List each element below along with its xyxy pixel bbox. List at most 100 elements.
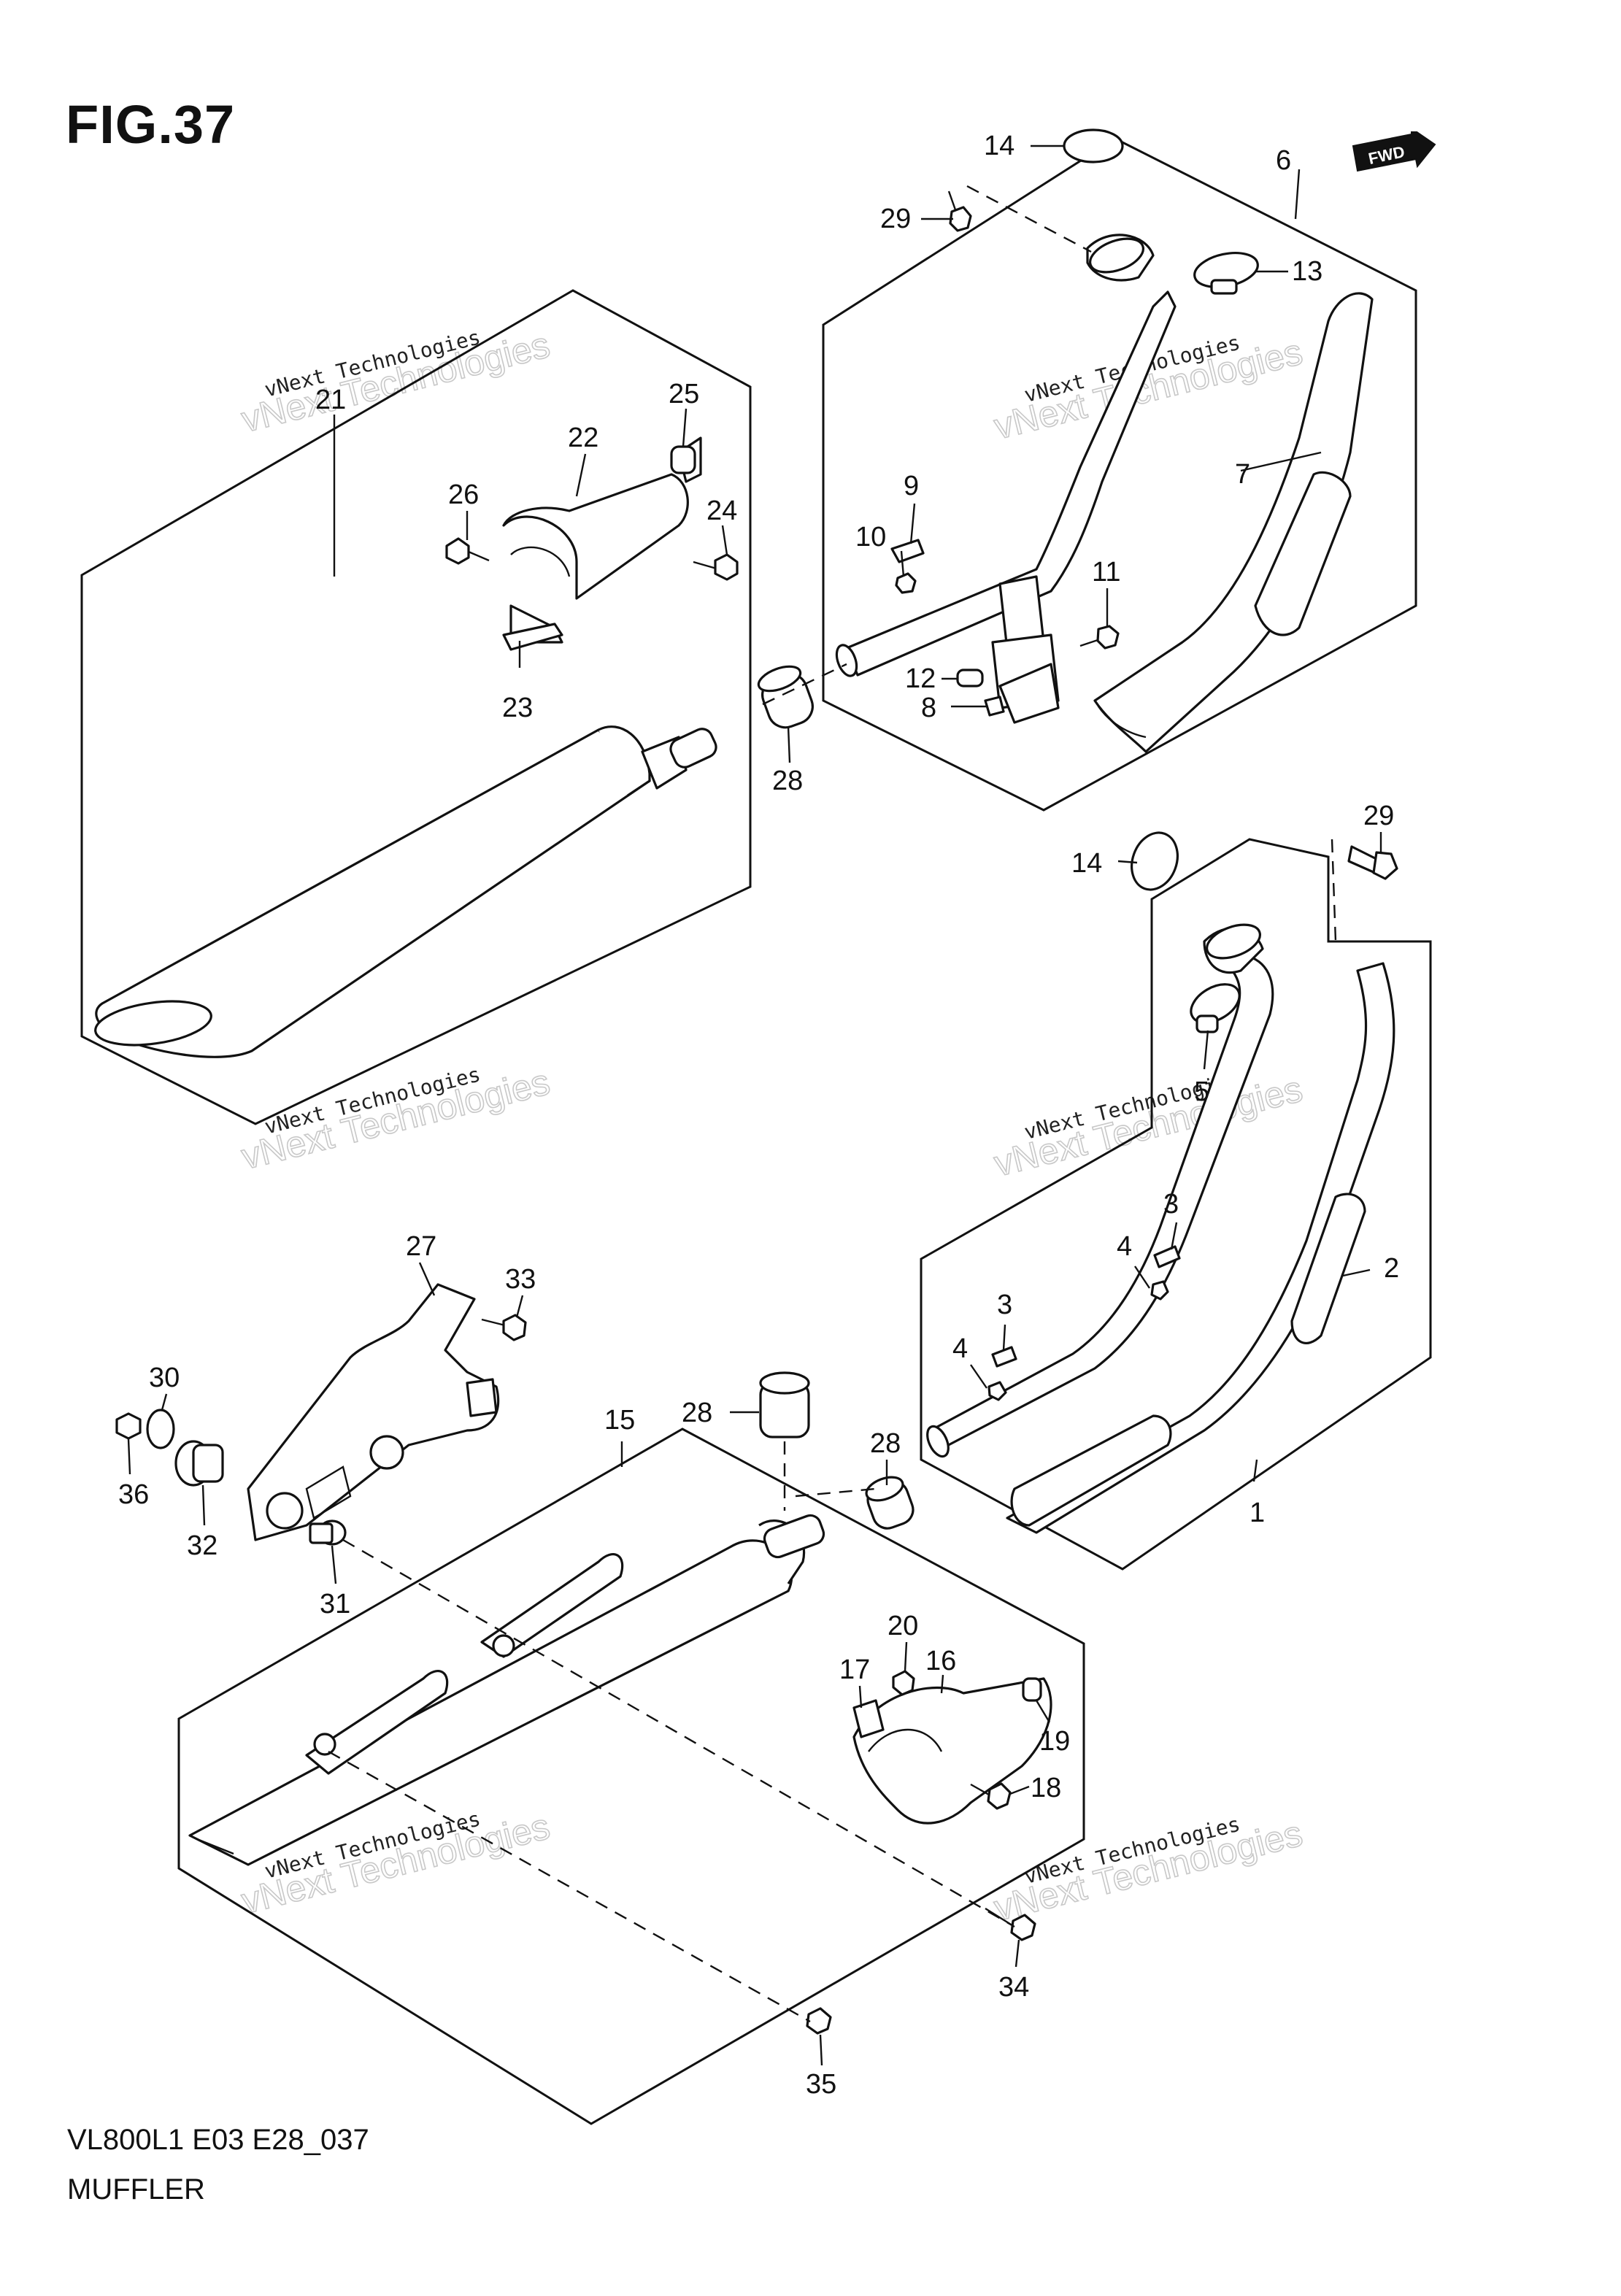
callout-13: 13 <box>1292 256 1322 287</box>
callout-23: 23 <box>502 693 533 723</box>
watermark-mid-right: vNext Technologies vNext Technologies <box>990 1068 1307 1185</box>
bracket-23 <box>502 623 563 651</box>
callout-9: 9 <box>904 471 919 501</box>
collar-31 <box>309 1519 347 1546</box>
rear-heat-shield-7 <box>1093 292 1374 753</box>
callout-8: 8 <box>921 693 936 723</box>
callout-14-upper: 14 <box>984 131 1014 161</box>
bolt-29-lower <box>1347 845 1398 880</box>
part-group-name: MUFFLER <box>67 2173 205 2206</box>
bolt-10 <box>895 572 917 594</box>
bolt-20 <box>892 1670 915 1696</box>
gasket-28-middle <box>759 1371 810 1438</box>
front-exhaust-pipe-1 <box>926 923 1395 1534</box>
callout-29-upper: 29 <box>880 204 911 234</box>
alignment-line <box>342 1538 1015 1928</box>
rear-muffler <box>94 725 717 1058</box>
bolt-4-upper <box>1150 1280 1169 1301</box>
callout-28-upper: 28 <box>772 766 803 796</box>
model-code: VL800L1 E03 E28_037 <box>67 2124 369 2156</box>
callout-33: 33 <box>505 1264 536 1295</box>
callout-35: 35 <box>806 2069 836 2100</box>
bracket-9 <box>890 539 925 563</box>
bolt-29-upper <box>947 190 972 232</box>
callout-25: 25 <box>669 379 699 409</box>
callout-26: 26 <box>448 479 479 510</box>
gasket-14-upper <box>1063 128 1124 163</box>
clamp-13 <box>1193 252 1259 295</box>
callout-24: 24 <box>706 496 737 526</box>
front-exhaust-pipe-assembly-box <box>920 838 1432 1571</box>
callout-2: 2 <box>1384 1253 1399 1284</box>
alignment-line <box>1331 839 1337 942</box>
bolt-11 <box>1079 625 1120 650</box>
callout-20: 20 <box>887 1611 918 1641</box>
callout-29-lower: 29 <box>1363 801 1394 831</box>
cushion-12 <box>956 669 984 687</box>
bolt-34 <box>985 1907 1036 1941</box>
callout-27: 27 <box>406 1231 436 1262</box>
watermark-bottom-right: vNext Technologies vNext Technologies <box>990 1812 1307 1930</box>
clamp-8 <box>984 663 1060 724</box>
bolt-18 <box>970 1782 1012 1810</box>
leader-lines <box>127 145 1382 2066</box>
callout-3-upper: 3 <box>1163 1189 1179 1220</box>
bracket-3-upper <box>1153 1245 1181 1268</box>
callout-10: 10 <box>855 522 886 552</box>
callout-19: 19 <box>1039 1726 1070 1757</box>
callout-17: 17 <box>839 1654 870 1685</box>
gasket-28-upper <box>757 665 814 729</box>
gasket-28-right <box>865 1476 915 1530</box>
callout-28-middle: 28 <box>682 1398 712 1428</box>
callout-7: 7 <box>1235 459 1250 490</box>
bolt-35 <box>806 2007 832 2035</box>
callout-6: 6 <box>1276 145 1291 176</box>
bolt-26 <box>445 537 490 565</box>
callout-4-lower: 4 <box>952 1333 968 1364</box>
front-muffler-assembly-box <box>177 1428 1085 2125</box>
callout-28-right: 28 <box>870 1428 901 1459</box>
callout-34: 34 <box>998 1972 1029 2003</box>
front-heat-shield-16 <box>852 1677 1052 1825</box>
callout-12: 12 <box>905 663 936 694</box>
rear-muffler-assembly-box <box>80 289 752 1125</box>
bolt-24 <box>693 553 739 581</box>
callout-18: 18 <box>1031 1773 1061 1803</box>
fwd-arrow-icon: FWD <box>1352 131 1436 172</box>
rear-exhaust-pipe-6 <box>835 234 1177 709</box>
cushion-25 <box>670 445 696 474</box>
alignment-line <box>795 1487 877 1498</box>
nut-36 <box>115 1412 142 1440</box>
callout-3-lower: 3 <box>997 1290 1012 1320</box>
callout-22: 22 <box>568 423 598 453</box>
callout-1: 1 <box>1250 1498 1265 1528</box>
callout-31: 31 <box>320 1589 350 1619</box>
gasket-14-lower <box>1131 831 1179 891</box>
callout-16: 16 <box>925 1646 956 1676</box>
bushing-32 <box>174 1440 224 1487</box>
callout-14-lower: 14 <box>1071 848 1102 879</box>
callout-15: 15 <box>604 1405 635 1436</box>
cushion-19 <box>1022 1677 1042 1702</box>
callout-36: 36 <box>118 1479 149 1510</box>
alignment-line <box>762 663 847 706</box>
muffler-bracket-27 <box>247 1283 500 1541</box>
callout-30: 30 <box>149 1363 180 1393</box>
callout-21: 21 <box>315 385 346 415</box>
front-muffler-15 <box>188 1514 825 1866</box>
callout-11: 11 <box>1092 557 1120 588</box>
figure-title: FIG.37 <box>66 94 236 155</box>
bolt-4-lower <box>987 1381 1007 1401</box>
callout-32: 32 <box>187 1530 217 1561</box>
clamp-5 <box>1190 983 1241 1033</box>
callout-4-upper: 4 <box>1117 1231 1132 1262</box>
callout-5: 5 <box>1194 1076 1209 1107</box>
bolt-33 <box>481 1314 527 1341</box>
bracket-3-lower <box>991 1346 1017 1368</box>
washer-30 <box>146 1409 175 1449</box>
alignment-line <box>966 185 1092 253</box>
callout-labels: 1 2 3 3 4 4 5 6 7 8 9 10 11 12 13 14 14 … <box>118 131 1399 2100</box>
alignment-line <box>328 1750 811 2023</box>
